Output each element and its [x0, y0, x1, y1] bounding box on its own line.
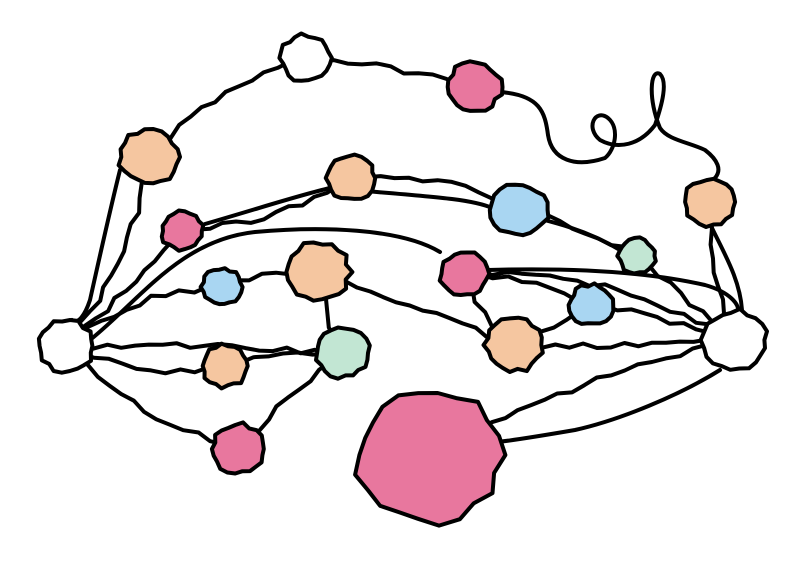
node-right-blue — [566, 281, 616, 326]
node-loop-top — [277, 31, 334, 83]
node-lower-left-peach — [200, 341, 250, 391]
node-left-blue — [198, 266, 245, 307]
node-top-pink — [445, 59, 505, 113]
strand-upper-loop — [498, 71, 721, 180]
strand-mid-pink-to-anchor-right — [462, 269, 737, 342]
strand-anchor-left-to-upper-left-peach — [64, 155, 151, 348]
strand-loop-top-to-top-pink — [303, 56, 476, 89]
strand-anchor-left-to-mint-center — [64, 341, 344, 356]
strand-left-pink-to-upper-mid-peach — [180, 176, 353, 233]
node-left-pink — [159, 208, 206, 253]
strand-lower-right — [496, 368, 722, 444]
strand-upper-left-peach-to-loop-top — [147, 56, 307, 159]
strand-mid-right — [486, 267, 741, 314]
strand-arc-left-right — [88, 227, 442, 342]
strand-right-edge — [710, 226, 744, 312]
node-anchor-right — [698, 306, 769, 372]
strand-anchor-left-to-left-blue — [64, 284, 224, 348]
node-lower-right-peach — [481, 315, 545, 374]
node-anchor-left — [36, 318, 95, 375]
node-mid-peach — [284, 240, 355, 303]
strand-anchor-left-to-left-pink — [64, 229, 184, 348]
node-mint-center — [314, 325, 372, 381]
strand-lower-right-peach-to-anchor-right — [512, 337, 737, 350]
node-upper-mid-peach — [323, 152, 378, 201]
node-mid-pink — [437, 250, 492, 297]
strand-layer — [64, 56, 744, 457]
node-bottom-left-pink — [209, 420, 266, 476]
node-layer — [36, 31, 769, 528]
node-right-peach — [683, 176, 738, 229]
node-mint-right — [615, 235, 658, 276]
node-large-pink — [353, 391, 508, 528]
node-upper-left-peach — [116, 127, 182, 186]
strand-mid-peach-to-lower-right-peach — [316, 270, 516, 347]
node-upper-blue — [487, 182, 551, 238]
strand-anchor-left-to-bottom-left-pink — [64, 344, 241, 451]
strand-arc-upper-blue — [203, 186, 622, 252]
